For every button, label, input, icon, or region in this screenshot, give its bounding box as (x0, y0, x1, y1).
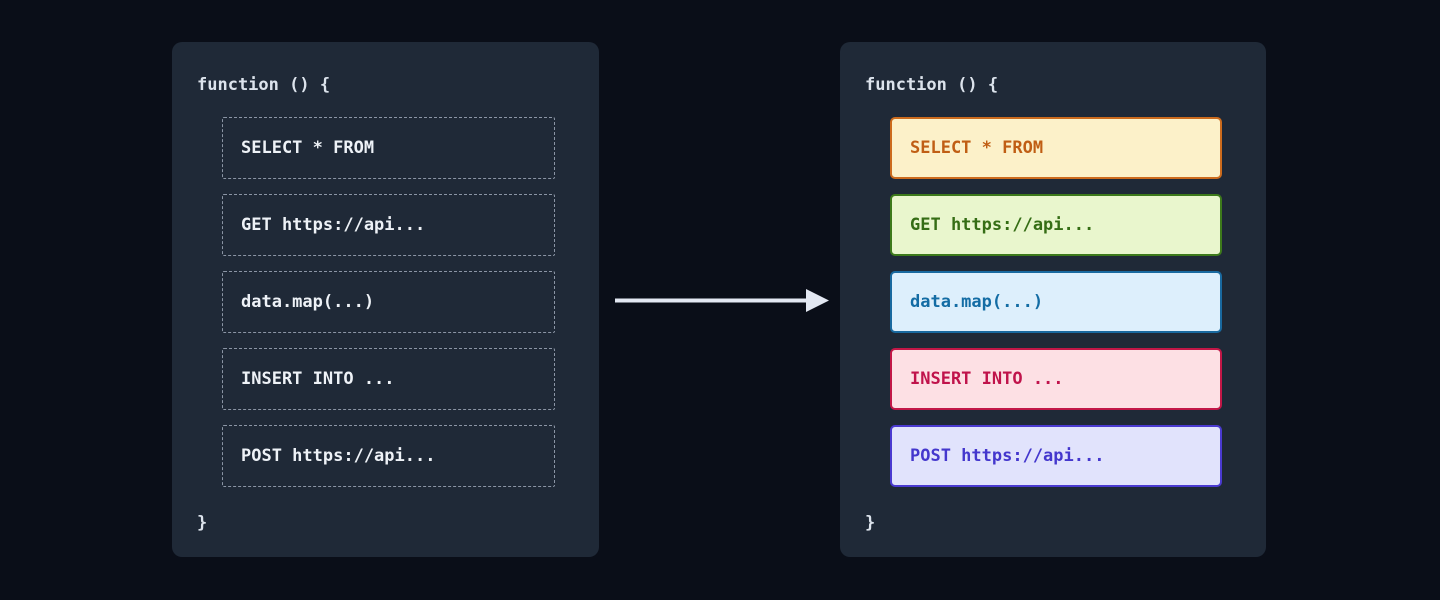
code-line-text: SELECT * FROM (241, 138, 375, 158)
code-line-http-get: GET https://api... (890, 194, 1222, 256)
code-line-text: data.map(...) (241, 292, 375, 312)
code-line-placeholder-map: data.map(...) (222, 271, 555, 333)
code-line-text: GET https://api... (910, 215, 1095, 235)
code-line-text: INSERT INTO ... (910, 369, 1064, 389)
right-arrow-icon (615, 289, 829, 312)
code-line-text: data.map(...) (910, 292, 1044, 312)
function-open-line: function () { (865, 75, 999, 95)
code-line-placeholder-post: POST https://api... (222, 425, 555, 487)
code-line-placeholder-get: GET https://api... (222, 194, 555, 256)
categorized-code-rows: SELECT * FROM GET https://api... data.ma… (890, 117, 1222, 487)
code-line-sql-select: SELECT * FROM (890, 117, 1222, 179)
function-close-line: } (197, 513, 208, 533)
code-line-placeholder-select: SELECT * FROM (222, 117, 555, 179)
code-line-placeholder-insert: INSERT INTO ... (222, 348, 555, 410)
function-open-line: function () { (197, 75, 331, 95)
code-line-data-map: data.map(...) (890, 271, 1222, 333)
code-line-sql-insert: INSERT INTO ... (890, 348, 1222, 410)
code-line-text: POST https://api... (910, 446, 1105, 466)
source-code-rows: SELECT * FROM GET https://api... data.ma… (222, 117, 555, 487)
code-line-text: SELECT * FROM (910, 138, 1044, 158)
function-close-line: } (865, 513, 876, 533)
source-code-panel: function () { SELECT * FROM GET https://… (172, 42, 599, 557)
code-line-text: GET https://api... (241, 215, 426, 235)
code-line-text: POST https://api... (241, 446, 436, 466)
code-line-http-post: POST https://api... (890, 425, 1222, 487)
code-line-text: INSERT INTO ... (241, 369, 395, 389)
categorized-code-panel: function () { SELECT * FROM GET https://… (840, 42, 1266, 557)
transform-arrow (613, 287, 831, 314)
